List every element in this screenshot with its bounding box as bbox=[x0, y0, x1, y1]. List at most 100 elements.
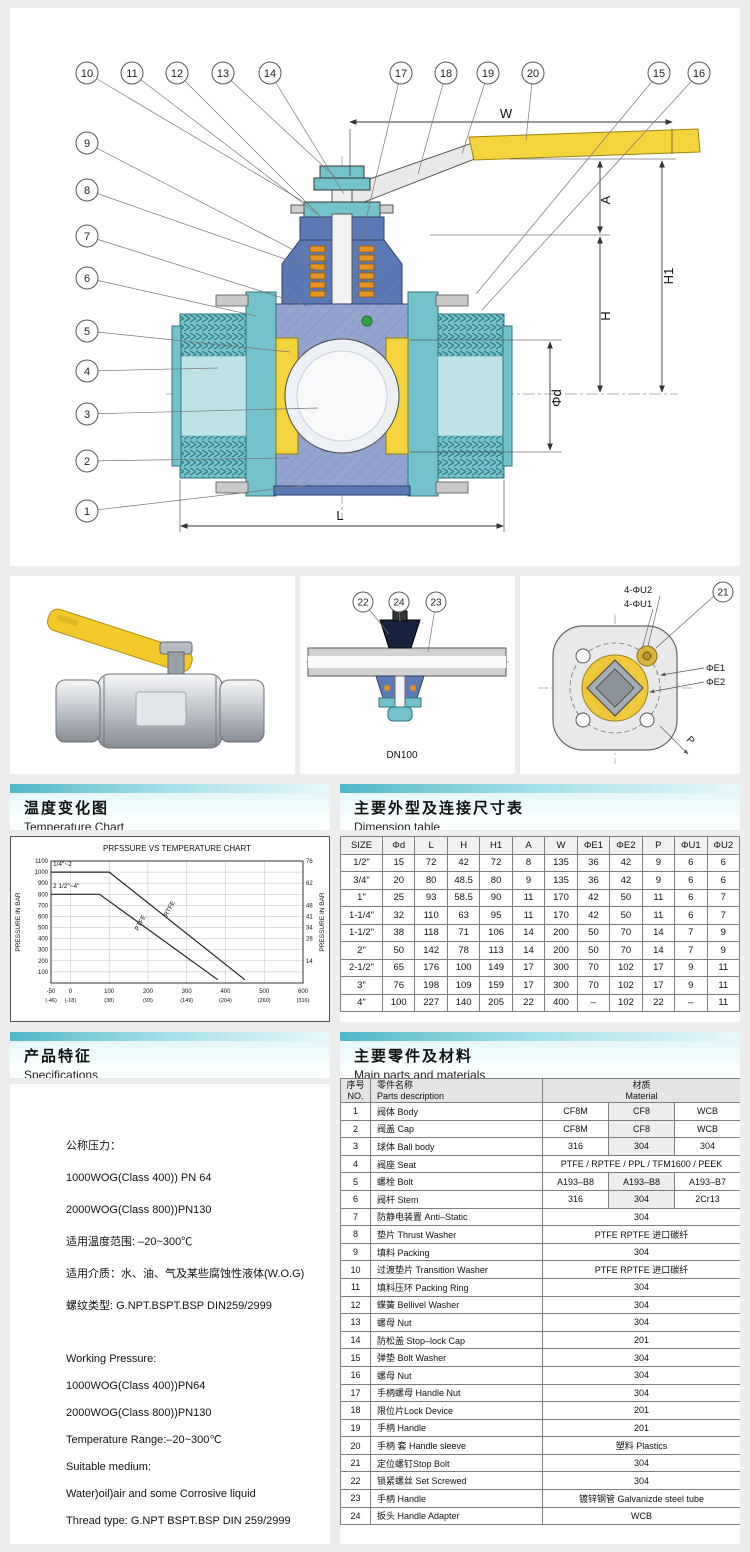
part-material: 304 bbox=[541, 1365, 740, 1385]
svg-text:4: 4 bbox=[84, 366, 90, 378]
callout-21 bbox=[712, 581, 734, 603]
part-material: 304 bbox=[541, 1207, 740, 1227]
part-no: 14 bbox=[340, 1330, 371, 1350]
dim-cell: 102 bbox=[609, 993, 643, 1012]
dim-cell: 20 bbox=[381, 871, 416, 890]
dim-cell: 149 bbox=[479, 958, 513, 977]
part-description: 螺母 Nut bbox=[370, 1365, 543, 1385]
dim-cell: 9 bbox=[511, 871, 546, 890]
part-no: 15 bbox=[340, 1348, 371, 1367]
packing-springs bbox=[309, 245, 375, 298]
part-material: 201 bbox=[541, 1418, 740, 1438]
svg-text:23: 23 bbox=[430, 598, 442, 609]
part-material: 304 bbox=[541, 1348, 740, 1367]
dim-cell: 2" bbox=[340, 941, 383, 960]
temperature-title-en: Temperature Chart bbox=[24, 820, 125, 830]
part-description: 垫片 Thrust Washer bbox=[370, 1225, 543, 1244]
end-cap-left bbox=[171, 313, 247, 479]
svg-text:28: 28 bbox=[306, 937, 313, 943]
svg-text:(260): (260) bbox=[258, 998, 271, 1004]
part-no: 2 bbox=[340, 1119, 371, 1139]
part-description: 螺母 Nut bbox=[370, 1313, 543, 1332]
part-material: 2Cr13 bbox=[673, 1189, 740, 1209]
specs-title-zh: 产品特征 bbox=[24, 1048, 93, 1065]
callout-13 bbox=[211, 61, 235, 85]
dim-cell: 48.5 bbox=[446, 871, 481, 890]
dimension-lines bbox=[179, 119, 676, 532]
series-PTFE bbox=[51, 893, 219, 981]
photo-handle bbox=[47, 608, 193, 673]
part-material: 304 bbox=[608, 1137, 675, 1156]
dim-cell: 90 bbox=[479, 888, 513, 907]
svg-text:400: 400 bbox=[220, 989, 231, 995]
body-bolts bbox=[215, 294, 469, 494]
part-material: CF8M bbox=[542, 1119, 609, 1139]
part-description: 阀盖 Cap bbox=[370, 1119, 543, 1139]
dim-cell: 7 bbox=[674, 923, 708, 942]
dim-cell: 7 bbox=[706, 906, 740, 925]
dim-col-header: L bbox=[414, 836, 448, 855]
svg-text:7: 7 bbox=[84, 231, 90, 243]
dimension-labels: W A H H1 Φd L bbox=[336, 106, 676, 523]
spec-line: 1000WOG(Class 400))PN64 bbox=[66, 1380, 206, 1392]
callout-20 bbox=[521, 61, 545, 85]
part-no: 9 bbox=[340, 1242, 371, 1262]
svg-text:2: 2 bbox=[84, 456, 90, 468]
callout-5 bbox=[75, 319, 99, 343]
part-description: 防静电装置 Anti–Static bbox=[370, 1207, 543, 1227]
clamp-body bbox=[379, 619, 421, 649]
valve-assembly-diagram: W A H H1 Φd L 10111213141718192015169876… bbox=[75, 61, 711, 532]
svg-text:24: 24 bbox=[393, 598, 405, 609]
svg-text:6: 6 bbox=[84, 273, 90, 285]
dim-cell: 42 bbox=[609, 853, 643, 872]
callout-4 bbox=[75, 359, 99, 383]
dim-cell: – bbox=[576, 993, 611, 1012]
svg-text:22: 22 bbox=[357, 598, 369, 609]
series-RTFE bbox=[51, 871, 246, 981]
dim-label-h: H bbox=[598, 311, 613, 320]
part-no: 22 bbox=[340, 1471, 371, 1491]
svg-text:5: 5 bbox=[84, 326, 90, 338]
chart-ylabel-left: PRESSURE IN BAR bbox=[15, 892, 22, 952]
bolt-hole bbox=[639, 712, 655, 728]
part-no: 4 bbox=[340, 1154, 371, 1174]
callout-12 bbox=[165, 61, 189, 85]
dim-cell: 6 bbox=[674, 906, 708, 925]
dim-cell: 22 bbox=[511, 993, 546, 1012]
part-material: WCB bbox=[673, 1119, 740, 1139]
bolt-hole bbox=[575, 648, 591, 664]
dim-cell: 1" bbox=[340, 888, 383, 907]
svg-text:(-18): (-18) bbox=[65, 998, 77, 1004]
part-material: 316 bbox=[542, 1137, 609, 1156]
dim-cell: 14 bbox=[641, 941, 676, 960]
callout-22 bbox=[352, 591, 374, 613]
part-description: 弹垫 Bolt Washer bbox=[370, 1348, 543, 1367]
part-no: 23 bbox=[340, 1489, 371, 1508]
dim-label-phid: Φd bbox=[549, 389, 564, 407]
callout-17 bbox=[389, 61, 413, 85]
photo-label-plate bbox=[135, 691, 187, 727]
dim-cell: 11 bbox=[706, 958, 740, 977]
part-description: 手柄 套 Handle sleeve bbox=[370, 1436, 543, 1455]
dim-cell: – bbox=[674, 993, 708, 1012]
dim-cell: 42 bbox=[609, 871, 643, 890]
callout-8 bbox=[75, 178, 99, 202]
part-description: 手柄 Handle bbox=[370, 1489, 543, 1508]
dim-cell: 3/4" bbox=[340, 871, 383, 890]
part-description: 阀杆 Stem bbox=[370, 1189, 543, 1209]
dim-cell: 80 bbox=[414, 871, 448, 890]
part-no: 3 bbox=[340, 1137, 371, 1156]
dim-col-header: ΦE2 bbox=[609, 836, 643, 855]
svg-text:34: 34 bbox=[306, 926, 313, 932]
svg-text:800: 800 bbox=[38, 892, 49, 898]
